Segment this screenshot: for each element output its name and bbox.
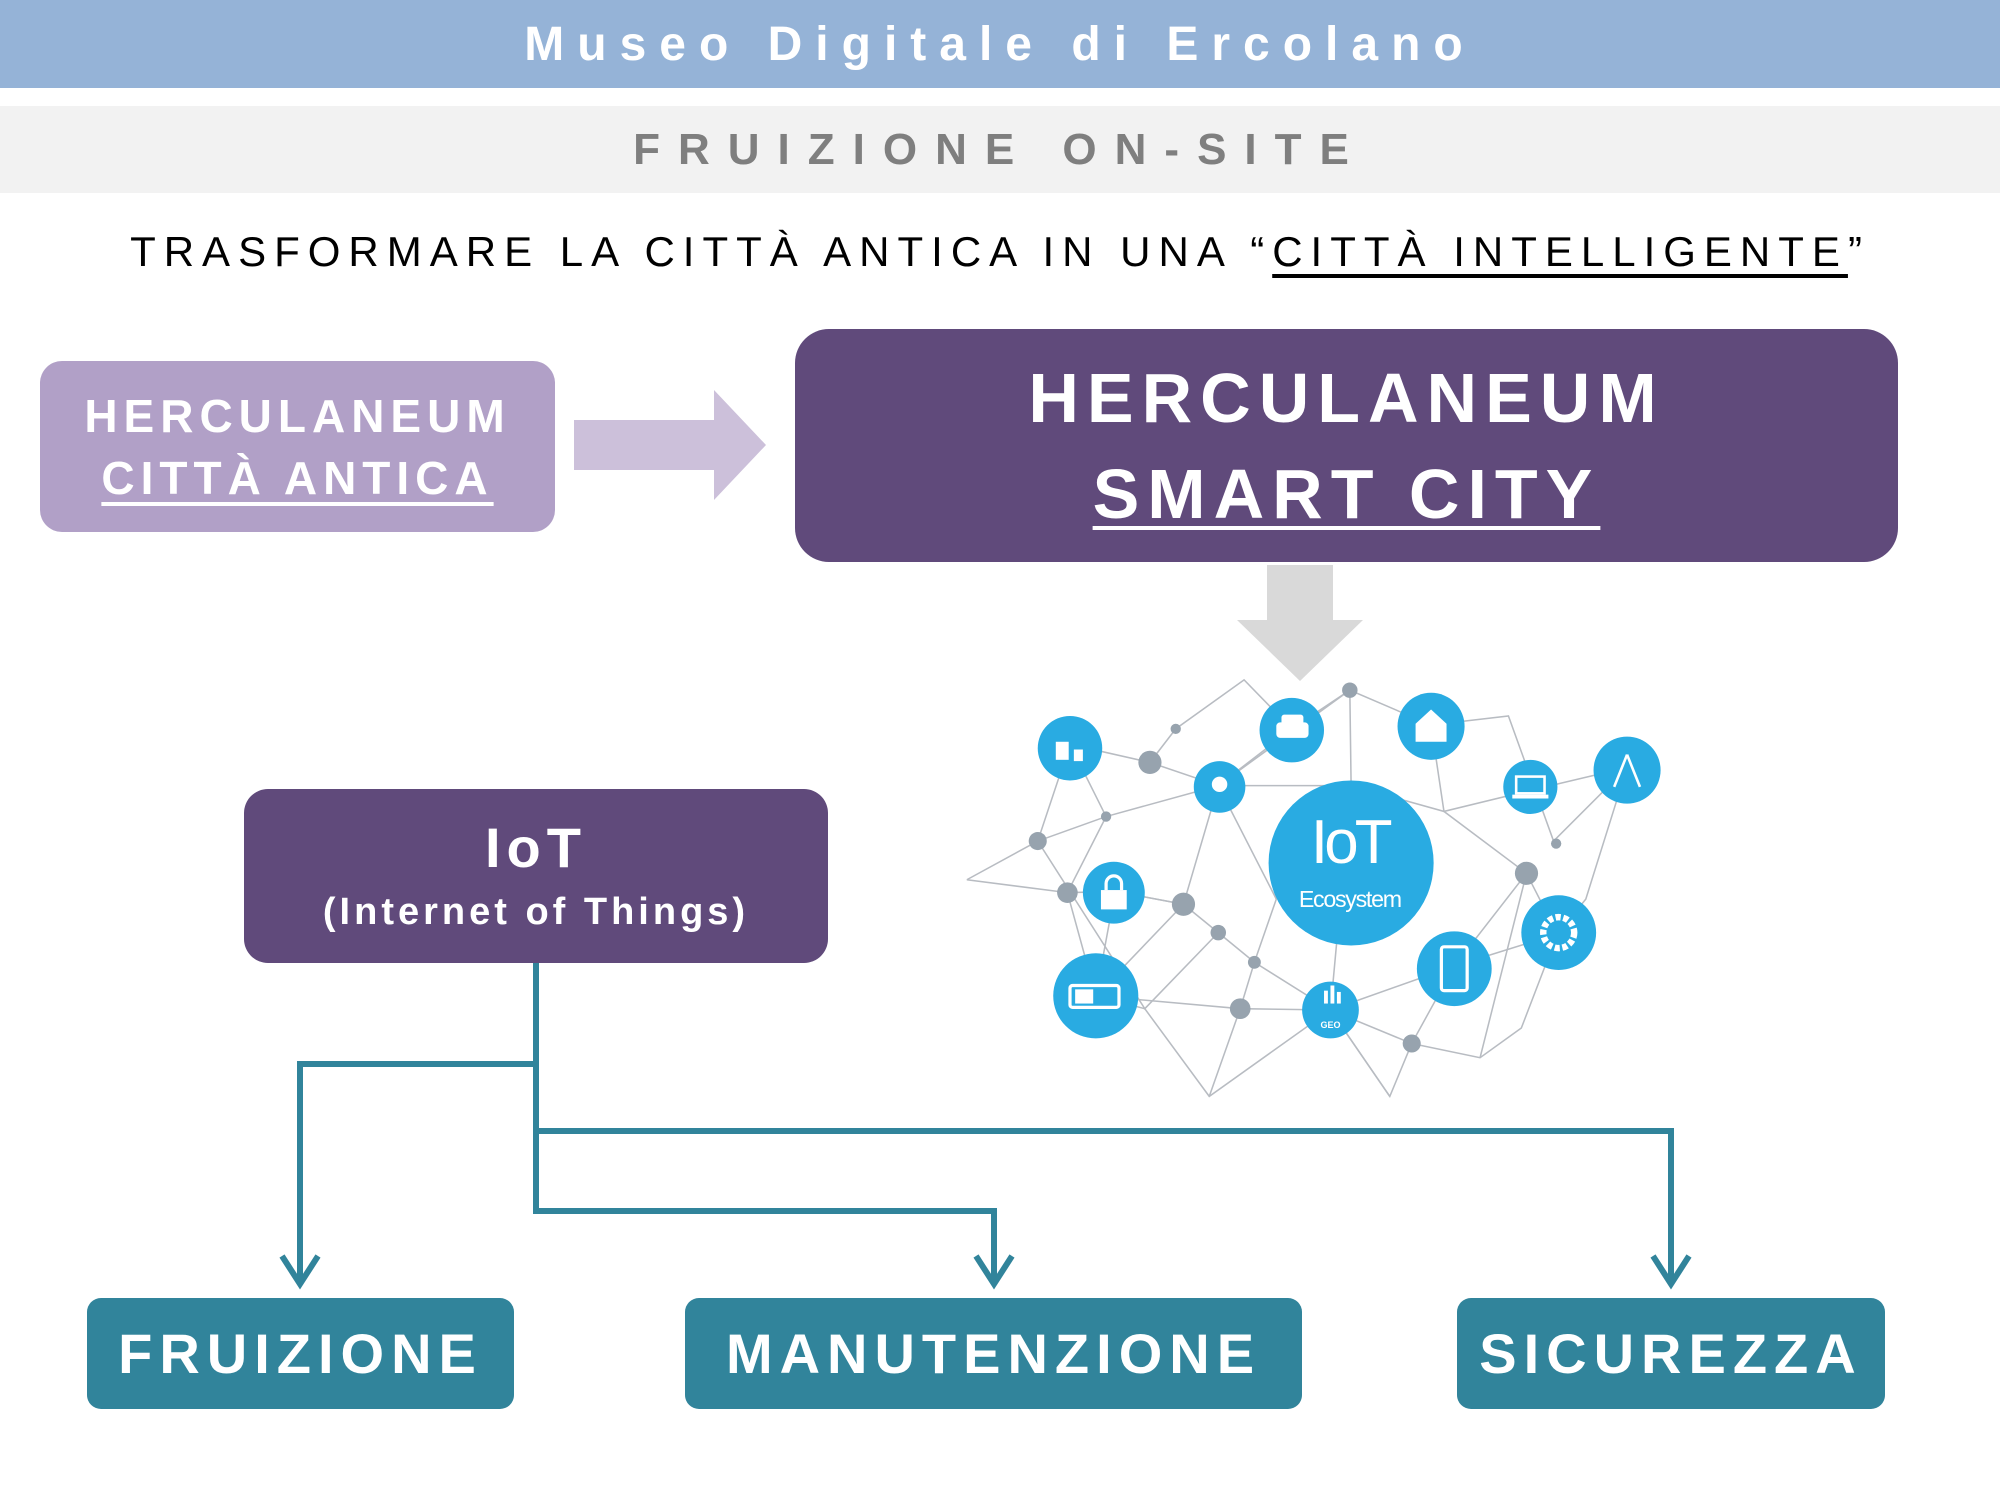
manutenzione-label: MANUTENZIONE [725,1322,1262,1385]
solar-panel-icon [1037,715,1103,781]
arrow-head-manutenzione [973,1254,1015,1290]
smart-city-line1: HERCULANEUM [1028,358,1665,437]
iot-ecosystem-illustration: IoT Ecosystem GEO [966,678,1661,1099]
fruizione-box: FRUIZIONE [87,1298,514,1409]
old-city-line2: CITTÀ ANTICA [101,451,494,504]
iot-title: IoT [485,816,587,879]
tagline-suffix: ” [1847,228,1870,275]
header-bar: Museo Digitale di Ercolano [0,0,2000,88]
geo-icon [1302,981,1359,1039]
section-title: FRUIZIONE ON-SITE [633,124,1367,174]
battery-icon [1053,953,1139,1039]
geo-label: GEO [1320,1020,1340,1030]
smartphone-icon [1416,931,1492,1007]
tagline-highlight: CITTÀ INTELLIGENTE [1272,228,1848,275]
ecosystem-label: Ecosystem [1299,886,1401,912]
iot-box: IoT (Internet of Things) [244,789,828,963]
smart-city-box: HERCULANEUM SMART CITY [795,329,1898,562]
gear-icon [1521,895,1597,971]
smart-city-line2: SMART CITY [1092,454,1601,533]
right-arrow-icon [574,390,766,500]
sicurezza-box: SICUREZZA [1457,1298,1885,1409]
fruizione-label: FRUIZIONE [118,1322,483,1385]
manutenzione-box: MANUTENZIONE [685,1298,1302,1409]
laptop-icon [1503,759,1558,814]
satellite-dish-icon [1593,736,1661,804]
iot-subtitle: (Internet of Things) [322,891,750,933]
iot-ecosystem-hub [1268,780,1434,946]
sicurezza-label: SICUREZZA [1479,1322,1863,1385]
arrow-head-fruizione [279,1254,321,1290]
tagline-prefix: TRASFORMARE LA CITTÀ ANTICA IN UNA “ [130,228,1273,275]
down-arrow-icon [1237,565,1363,681]
network-nodes [1028,682,1562,1053]
ecosystem-iot-label: IoT [1311,808,1392,877]
header-title: Museo Digitale di Ercolano [524,17,1476,71]
section-bar: FRUIZIONE ON-SITE [0,106,2000,193]
old-city-box: HERCULANEUM CITTÀ ANTICA [40,361,555,532]
old-city-line1: HERCULANEUM [84,389,511,442]
arrow-head-sicurezza [1650,1254,1692,1290]
tagline: TRASFORMARE LA CITTÀ ANTICA IN UNA “CITT… [0,228,2000,276]
